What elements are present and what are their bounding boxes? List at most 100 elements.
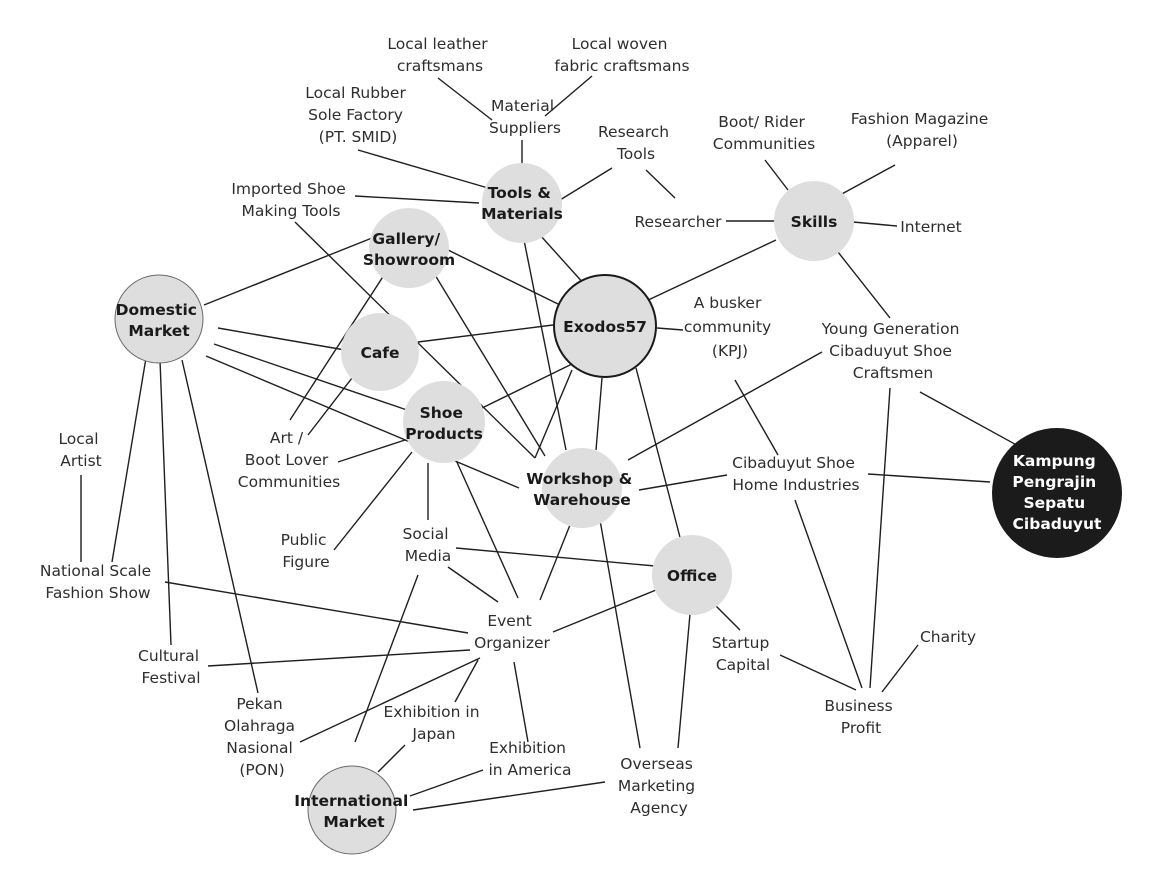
label-pekan-line: Olahraga — [224, 717, 295, 735]
edge-event-america — [513, 661, 529, 743]
label-young-line: Young Generation — [821, 320, 960, 338]
edge-exodos-busker — [656, 327, 684, 331]
label-event-line: Event — [487, 612, 531, 630]
edge-fashionmag-skills — [839, 164, 896, 196]
label-japan-line: Exhibition in — [384, 703, 480, 721]
hub-office-circle — [652, 535, 732, 615]
edge-exodos-workshop-b — [595, 377, 603, 451]
label-local-artist: Local Artist — [58, 430, 103, 470]
edge-office-event — [552, 589, 657, 633]
edge-gallery-workshop — [431, 269, 546, 457]
hub-gallery-label: Gallery/ Showroom — [363, 230, 455, 269]
label-rubber-line: Sole Factory — [308, 106, 403, 124]
edge-charity-business — [881, 644, 919, 693]
label-cultural: Cultural Festival — [138, 647, 204, 687]
edge-cafe-art — [307, 377, 353, 436]
label-art-line: Communities — [238, 473, 340, 491]
hub-office-label: Office — [667, 567, 717, 585]
label-overseas-line: Overseas — [620, 755, 692, 773]
edge-social-office — [455, 547, 656, 567]
label-imported-line: Imported Shoe — [231, 180, 345, 198]
edge-workshop-event — [539, 519, 573, 601]
label-japan-line: Japan — [411, 725, 455, 743]
label-overseas-line: Marketing — [618, 777, 695, 795]
edge-imported-tools — [354, 195, 480, 204]
hub-cafe-label: Cafe — [360, 344, 399, 362]
label-japan: Exhibition in Japan — [384, 703, 485, 743]
label-rubber-line: (PT. SMID) — [319, 128, 398, 146]
label-home-ind-line: Cibaduyut Shoe — [732, 454, 855, 472]
label-boot-line: Communities — [713, 135, 815, 153]
label-woven: Local woven fabric craftsmans — [554, 35, 689, 75]
label-suppliers: Material Suppliers — [489, 97, 561, 137]
label-home-ind-line: Home Industries — [732, 476, 859, 494]
edge-exodos-workshop-a — [534, 369, 573, 459]
hub-skills-circle — [774, 181, 854, 261]
edge-woven-suppliers — [544, 75, 593, 117]
label-young-line: Craftsmen — [853, 364, 934, 382]
edge-shoe-publicfig — [333, 451, 413, 551]
edge-gallery-art — [289, 271, 387, 421]
hub-workshop-line: Workshop & — [526, 470, 632, 488]
edge-workshop-overseas — [599, 519, 641, 749]
hub-workshop-circle — [542, 448, 622, 528]
label-busker: A busker community (KPJ) — [684, 294, 776, 360]
label-rubber-line: Local Rubber — [305, 84, 406, 102]
edge-young-kampung — [919, 391, 1023, 449]
hub-shoe-circle — [403, 381, 485, 463]
label-charity-line: Charity — [920, 628, 976, 646]
edge-office-startup — [715, 605, 741, 631]
edge-exodos-office — [635, 367, 683, 546]
hub-skills-line: Skills — [791, 213, 838, 231]
label-local-artist-line: Artist — [60, 452, 102, 470]
label-startup-line: Capital — [716, 656, 770, 674]
label-imported-line: Making Tools — [242, 202, 341, 220]
edge-pekan-event — [299, 657, 481, 743]
label-research-tools: Research Tools — [598, 123, 674, 163]
label-woven-line: fabric craftsmans — [554, 57, 689, 75]
edge-homeind-business — [794, 499, 863, 689]
label-social-line: Media — [405, 547, 452, 565]
label-social: Social Media — [403, 525, 454, 565]
label-pekan-line: (PON) — [239, 761, 284, 779]
hub-tools-line: Materials — [481, 205, 563, 223]
label-art-line: Art / — [270, 429, 304, 447]
edge-tools-workshop — [523, 239, 567, 451]
label-overseas: Overseas Marketing Agency — [618, 755, 700, 817]
label-national-line: Fashion Show — [45, 584, 151, 602]
label-art-line: Boot Lover — [245, 451, 329, 469]
hub-skills-label: Skills — [791, 213, 838, 231]
label-event: Event Organizer — [474, 612, 550, 652]
label-pekan-line: Pekan — [236, 695, 282, 713]
hub-shoe-label: Shoe Products — [405, 404, 483, 443]
edge-tools-exodos — [539, 234, 586, 286]
hub-intl-line: Market — [323, 813, 385, 831]
edge-domestic-workshop — [205, 355, 520, 489]
edge-social-event — [447, 566, 499, 603]
label-busker-line: community — [684, 318, 771, 336]
label-cultural-line: Cultural — [138, 647, 199, 665]
hub-kampung-label: Kampung Pengrajin Sepatu Cibaduyut — [1012, 452, 1102, 533]
hub-shoe-line: Products — [405, 425, 483, 443]
edge-exodos-shoe — [477, 363, 573, 411]
edge-researchtools-tools — [559, 167, 613, 201]
edge-skills-internet — [852, 221, 898, 227]
edge-office-overseas — [677, 613, 691, 749]
label-cultural-line: Festival — [141, 669, 200, 687]
label-busker-line: (KPJ) — [712, 342, 748, 360]
edge-workshop-homeind — [638, 474, 728, 491]
label-overseas-line: Agency — [630, 799, 688, 817]
hub-cafe-circle — [341, 313, 419, 391]
hub-exodos-label: Exodos57 — [563, 318, 647, 336]
label-pekan: Pekan Olahraga Nasional (PON) — [224, 695, 300, 779]
edge-america-intl — [409, 769, 484, 797]
edge-event-japan — [454, 659, 479, 703]
label-business-line: Business — [824, 697, 892, 715]
hub-gallery-line: Gallery/ — [372, 230, 440, 248]
edge-overseas-intl — [412, 781, 606, 811]
label-public-figure-line: Public — [281, 531, 327, 549]
edge-gallery-domestic — [203, 237, 373, 306]
label-internet-line: Internet — [900, 218, 962, 236]
label-research-tools-line: Research — [598, 123, 669, 141]
